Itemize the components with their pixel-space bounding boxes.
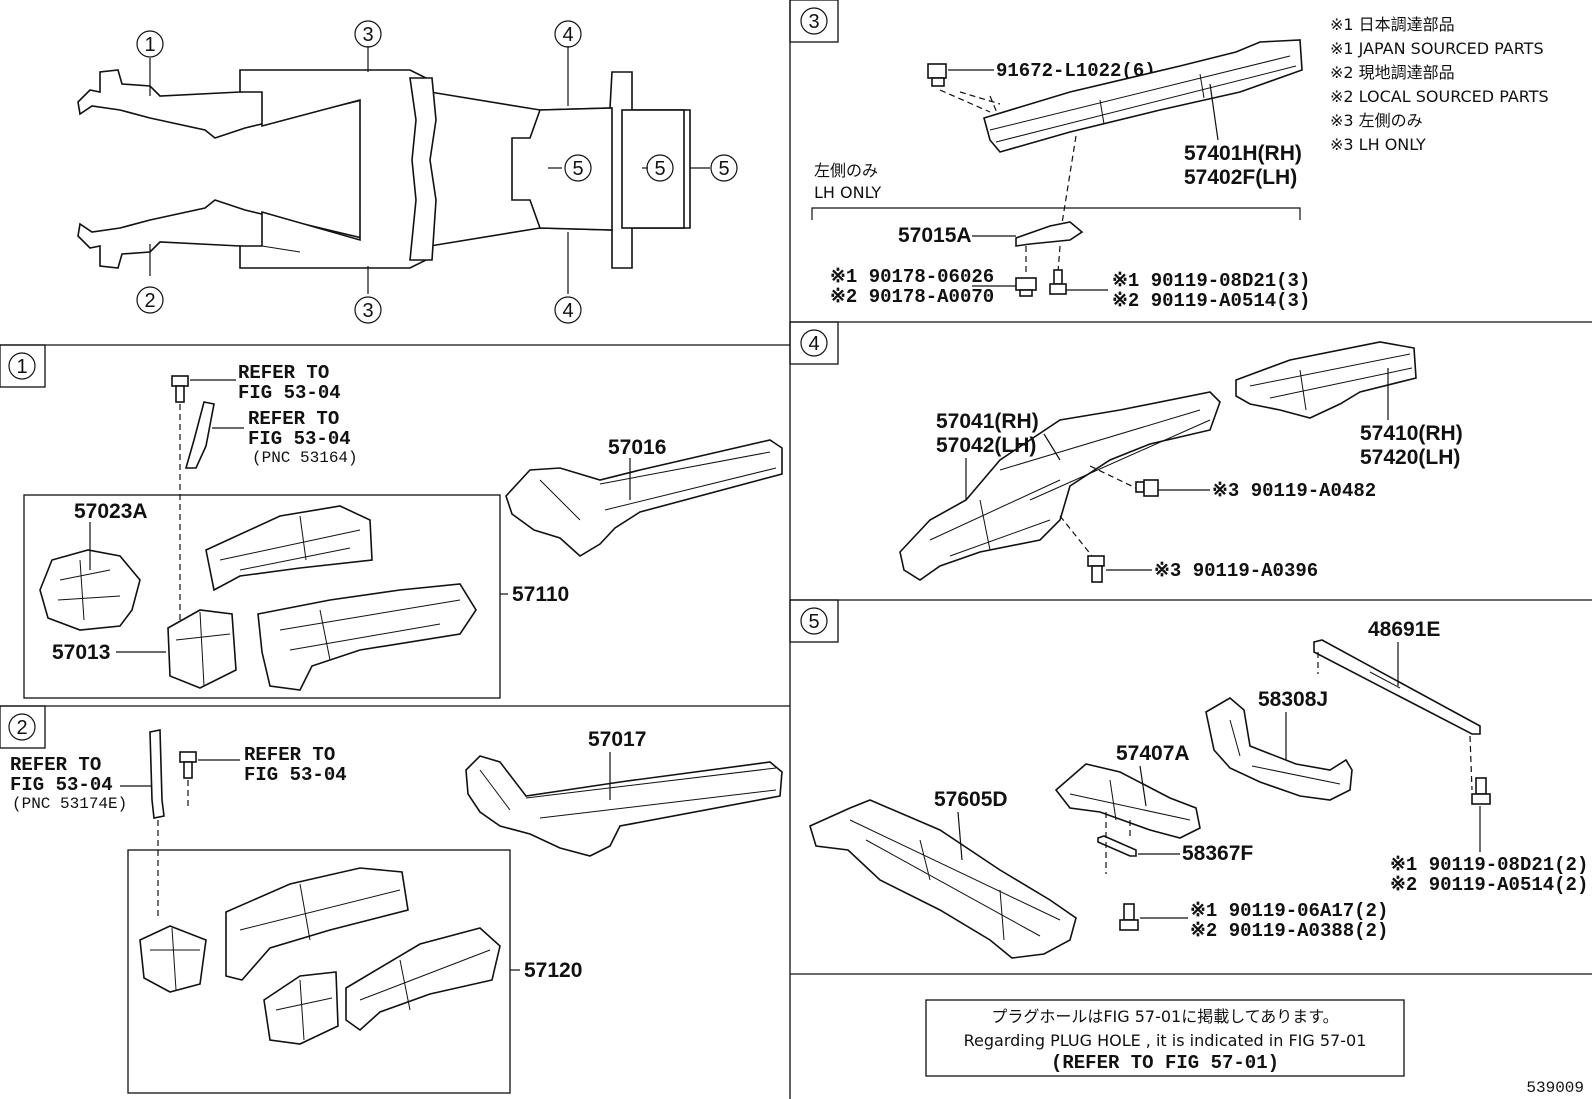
rail-label-lh: 57402F(LH) (1184, 166, 1297, 189)
overview-callout-5b: 5 (646, 154, 674, 182)
part-57015A: 57015A (898, 224, 972, 247)
svg-text:※1 日本調達部品: ※1 日本調達部品 (1330, 15, 1455, 34)
nut-label-1: ※1 90178-06026 (830, 266, 994, 288)
bolt-label-a0396: ※3 90119-A0396 (1154, 560, 1318, 582)
screw-label-2: ※2 90119-A0514(3) (1112, 290, 1310, 312)
svg-text:4: 4 (562, 24, 573, 46)
part-57605D: 57605D (934, 788, 1008, 811)
overview-callout-4-top: 4 (554, 20, 582, 48)
svg-text:(REFER TO FIG 57-01): (REFER TO FIG 57-01) (1051, 1052, 1279, 1074)
screw-icon (1119, 903, 1139, 931)
part-57013: 57013 (52, 641, 110, 664)
figure-id: 539009 (1526, 1079, 1584, 1097)
part-57023A: 57023A (74, 500, 148, 523)
section-1: 1 REFER TO FIG 53-04 REFER TO FIG 53-04 … (8, 352, 783, 699)
part-57016: 57016 (608, 436, 666, 459)
svg-text:※2 現地調達部品: ※2 現地調達部品 (1330, 63, 1455, 82)
refer-label-2b: FIG 53-04 (248, 428, 351, 450)
screw-icon (1471, 777, 1491, 805)
section-4: 4 57410(RH) 57420(LH) 57041(RH) 57042(LH… (800, 329, 1463, 583)
screw-label-06A17: ※1 90119-06A17(2) (1190, 900, 1388, 922)
refer-label-3a: REFER TO (10, 754, 101, 776)
svg-text:3: 3 (362, 24, 373, 46)
refer-label-2a: REFER TO (248, 408, 339, 430)
bolt-icon (1087, 555, 1105, 583)
part-58308J: 58308J (1258, 688, 1328, 711)
refer-label-2c: (PNC 53164) (252, 449, 358, 467)
nut-label-2: ※2 90178-A0070 (830, 286, 994, 308)
rear-label-rh: 57410(RH) (1360, 422, 1463, 445)
svg-text:プラグホールはFIG 57-01に掲載してあります。: プラグホールはFIG 57-01に掲載してあります。 (991, 1007, 1338, 1026)
member-label-rh: 57041(RH) (936, 410, 1039, 433)
section-2-number: 2 (8, 713, 36, 741)
rail-label-rh: 57401H(RH) (1184, 142, 1302, 165)
part-57120: 57120 (524, 959, 582, 982)
svg-text:5: 5 (572, 158, 583, 180)
refer-label-4b: FIG 53-04 (244, 764, 347, 786)
svg-text:※3 左側のみ: ※3 左側のみ (1330, 111, 1423, 130)
refer-label-4a: REFER TO (244, 744, 335, 766)
section-3-number: 3 (800, 7, 828, 35)
lh-only-en: LH ONLY (814, 183, 881, 202)
svg-text:2: 2 (16, 717, 27, 739)
svg-text:4: 4 (808, 333, 819, 355)
section-5: 5 48691E 58308J 57407A 58367F 57605D (800, 607, 1588, 959)
refer-label-1a: REFER TO (238, 362, 329, 384)
svg-text:3: 3 (808, 11, 819, 33)
refer-label-3c: (PNC 53174E) (12, 795, 127, 813)
screw-label-08D21: ※1 90119-08D21(2) (1390, 854, 1588, 876)
overview-callout-1: 1 (136, 30, 164, 58)
section-5-number: 5 (800, 607, 828, 635)
bolt-label-a0482: ※3 90119-A0482 (1212, 480, 1376, 502)
overview-callout-3-top: 3 (354, 20, 382, 48)
section-2: 2 REFER TO FIG 53-04 (PNC 53174E) REFER … (8, 713, 783, 1094)
screw-label-A0388: ※2 90119-A0388(2) (1190, 920, 1388, 942)
rear-label-lh: 57420(LH) (1360, 446, 1460, 469)
screw-icon (1049, 269, 1067, 295)
overview-callout-3-bottom: 3 (354, 296, 382, 324)
svg-text:※2 LOCAL SOURCED PARTS: ※2 LOCAL SOURCED PARTS (1330, 87, 1549, 106)
underbody-overview: 1 2 3 3 4 4 5 5 5 (77, 20, 738, 324)
part-57017: 57017 (588, 728, 646, 751)
svg-text:5: 5 (718, 158, 729, 180)
screw-label-1: ※1 90119-08D21(3) (1112, 270, 1310, 292)
bolt-icon (927, 63, 947, 87)
svg-text:2: 2 (144, 290, 155, 312)
section-1-number: 1 (8, 352, 36, 380)
overview-callout-2: 2 (136, 286, 164, 314)
refer-label-3b: FIG 53-04 (10, 774, 113, 796)
nut-icon (1015, 277, 1037, 297)
overview-callout-5c: 5 (710, 154, 738, 182)
refer-label-1b: FIG 53-04 (238, 382, 341, 404)
svg-text:5: 5 (654, 158, 665, 180)
source-legend: ※1 日本調達部品 ※1 JAPAN SOURCED PARTS ※2 現地調達… (1330, 15, 1549, 154)
svg-text:5: 5 (808, 611, 819, 633)
svg-text:※3 LH ONLY: ※3 LH ONLY (1330, 135, 1426, 154)
screw-label-A0514: ※2 90119-A0514(2) (1390, 874, 1588, 896)
lh-only-jp: 左側のみ (814, 161, 878, 180)
section-4-number: 4 (800, 329, 828, 357)
bolt-label-91672: 91672-L1022(6) (996, 60, 1156, 82)
part-57407A: 57407A (1116, 742, 1190, 765)
bolt-icon (1135, 479, 1159, 497)
svg-text:1: 1 (16, 356, 27, 378)
part-58367F: 58367F (1182, 842, 1253, 865)
overview-callout-4-bottom: 4 (554, 296, 582, 324)
svg-text:4: 4 (562, 300, 573, 322)
svg-text:※1 JAPAN SOURCED PARTS: ※1 JAPAN SOURCED PARTS (1330, 39, 1544, 58)
plug-hole-notice: プラグホールはFIG 57-01に掲載してあります。 Regarding PLU… (925, 999, 1405, 1077)
svg-text:1: 1 (144, 34, 155, 56)
bolt-icon (179, 751, 197, 779)
part-57110: 57110 (512, 583, 569, 606)
overview-callout-5a: 5 (564, 154, 592, 182)
part-48691E: 48691E (1368, 618, 1440, 641)
svg-text:3: 3 (362, 300, 373, 322)
svg-text:Regarding PLUG HOLE , it is: Regarding PLUG HOLE , it is indicated in… (964, 1031, 1367, 1050)
section-3: 3 91672-L1022(6) 57401H(RH) 57402F(LH) 左… (800, 7, 1310, 312)
bolt-icon (171, 375, 189, 403)
member-label-lh: 57042(LH) (936, 434, 1036, 457)
